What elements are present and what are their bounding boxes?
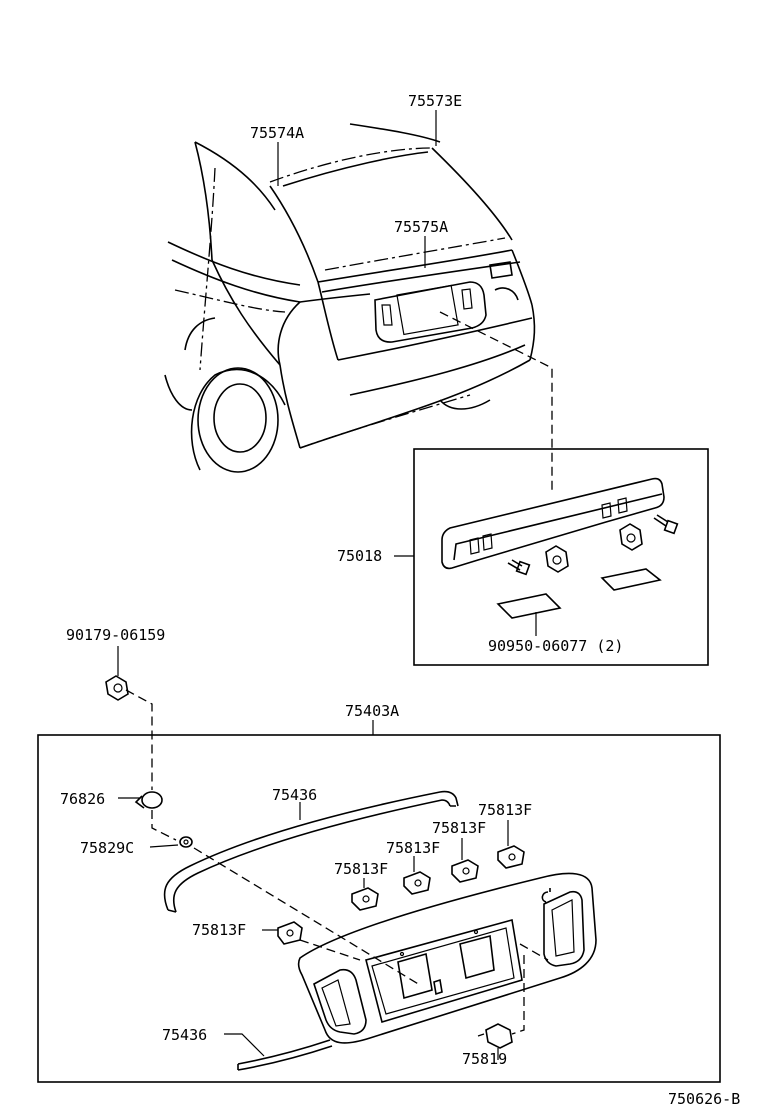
connector-75813F-5: [299, 939, 361, 961]
part-75403A-license-garnish: [297, 872, 597, 1044]
part-75436-upper-moulding: [163, 790, 459, 913]
part-75813F-clip-4: [351, 887, 379, 911]
label-75574A: 75574A: [250, 124, 304, 142]
part-75813F-clip-1: [497, 845, 525, 869]
part-75829C-ring: [179, 836, 193, 848]
label-75018: 75018: [337, 547, 382, 565]
part-75436-lower-moulding: [237, 1039, 333, 1071]
leader-75436-bottom: [224, 1033, 265, 1057]
connector-lamp: [519, 943, 549, 961]
label-75575A: 75575A: [394, 218, 448, 236]
label-75436-top: 75436: [272, 786, 317, 804]
fasteners-75018: [496, 514, 679, 619]
label-90950-06077: 90950-06077 (2): [488, 637, 623, 655]
part-75813F-clip-2: [451, 859, 479, 883]
part-76826-clip: [134, 791, 163, 809]
car-rear-illustration: [164, 123, 536, 473]
label-75829C: 75829C: [80, 839, 134, 857]
connector-90179: [125, 689, 153, 790]
part-75813F-clip-3: [403, 871, 431, 895]
figure-code: 750626-B: [668, 1090, 740, 1108]
label-75813F-3: 75813F: [386, 839, 440, 857]
label-75813F-4: 75813F: [334, 860, 388, 878]
box-75018: [413, 448, 709, 666]
connector-75018: [439, 311, 553, 490]
label-76826: 76826: [60, 790, 105, 808]
part-75018-garnish: [441, 477, 665, 570]
leader-75829C: [149, 844, 179, 848]
label-75819: 75819: [462, 1050, 507, 1068]
label-90179-06159: 90179-06159: [66, 626, 165, 644]
part-75813F-clip-5: [277, 921, 303, 945]
connector-75819: [511, 955, 525, 1035]
connector-75829C: [193, 847, 421, 986]
part-90179-nut: [105, 675, 129, 701]
box-75403A: [37, 734, 721, 1083]
label-75813F-2: 75813F: [432, 819, 486, 837]
label-75403A: 75403A: [345, 702, 399, 720]
label-75813F-1: 75813F: [478, 801, 532, 819]
connector-76826: [151, 810, 177, 841]
label-75573E: 75573E: [408, 92, 462, 110]
label-75436-bottom: 75436: [162, 1026, 207, 1044]
part-75819-clip: [477, 1023, 513, 1049]
label-75813F-5: 75813F: [192, 921, 246, 939]
